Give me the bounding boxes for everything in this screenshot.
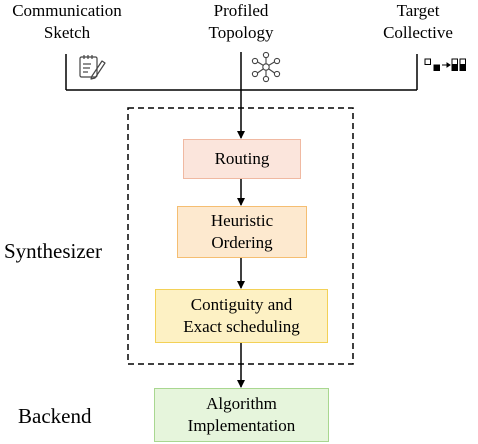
input-label-line: Topology [208, 23, 274, 42]
collective-transform-icon [424, 58, 466, 71]
step-label: Implementation [187, 416, 296, 435]
step-label: Contiguity and [190, 295, 293, 314]
input-label-target-collective: Target Collective [360, 0, 476, 44]
network-topology-icon [251, 51, 281, 83]
heuristic-ordering-step: Heuristic Ordering [177, 206, 307, 258]
input-label-profiled-topology: Profiled Topology [186, 0, 296, 44]
contiguity-scheduling-step: Contiguity and Exact scheduling [155, 289, 328, 343]
input-label-communication-sketch: Communication Sketch [2, 0, 132, 44]
notepad-pencil-icon [79, 55, 106, 80]
algorithm-implementation-step: Algorithm Implementation [154, 388, 329, 442]
routing-step: Routing [183, 139, 301, 179]
backend-label: Backend [18, 404, 92, 428]
synthesizer-label: Synthesizer [4, 239, 102, 263]
step-label: Algorithm [206, 394, 277, 413]
input-label-line: Target [396, 1, 440, 20]
input-label-line: Profiled [213, 1, 269, 20]
input-label-line: Sketch [43, 23, 91, 42]
input-label-line: Communication [12, 1, 122, 20]
step-label: Exact scheduling [183, 317, 300, 336]
input-label-line: Collective [383, 23, 453, 42]
step-label: Ordering [211, 233, 273, 252]
step-label: Routing [214, 149, 270, 168]
input-bracket [65, 52, 418, 91]
step-label: Heuristic [210, 211, 274, 230]
